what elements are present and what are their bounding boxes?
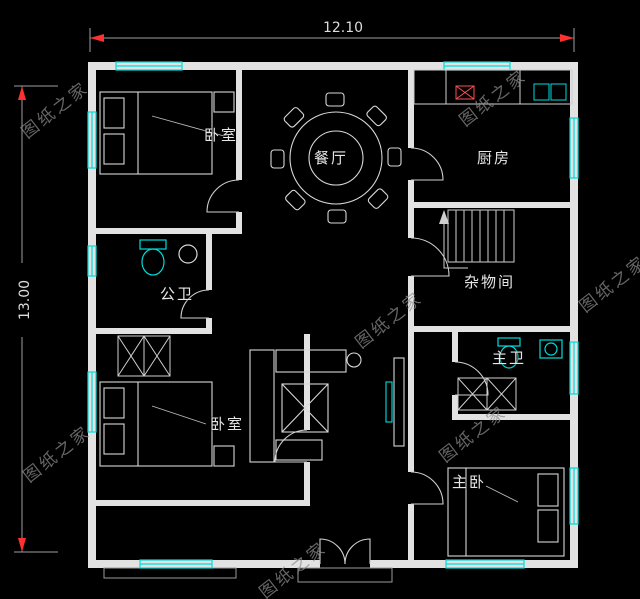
room-label-dining: 餐厅	[314, 149, 349, 167]
public-bath-fixtures	[139, 239, 198, 276]
label-leader-lines	[151, 115, 519, 503]
dining-chairs	[270, 92, 402, 224]
wardrobe-master	[457, 377, 517, 411]
master-bath-fixtures	[497, 337, 563, 369]
toilet-icon	[497, 337, 521, 369]
sofa-set	[249, 349, 362, 463]
kitchen-counter	[413, 69, 573, 105]
basin-icon	[178, 244, 198, 264]
room-label-public-bathroom: 公卫	[160, 285, 195, 303]
dimension-arrow-icons	[18, 34, 574, 552]
interior-walls	[88, 62, 578, 564]
tv-icon	[385, 381, 393, 423]
room-label-master-bedroom: 主卧	[452, 473, 487, 491]
room-label-kitchen: 厨房	[477, 149, 512, 167]
toilet-icon	[139, 239, 167, 276]
room-label-storage: 杂物间	[464, 273, 516, 291]
bed-bottom-left	[99, 381, 235, 467]
tv-cabinet	[385, 357, 405, 447]
stove-icon	[455, 85, 475, 100]
dimension-height-label: 13.00	[17, 263, 33, 337]
room-label-bedroom-top-left: 卧室	[204, 126, 239, 144]
door-icons	[180, 147, 489, 565]
wardrobe-bedroom	[117, 335, 171, 377]
outer-walls	[88, 62, 578, 568]
washbasin-icon	[539, 339, 563, 359]
room-label-master-bathroom: 主卫	[492, 349, 527, 367]
sink-icon	[533, 83, 567, 101]
stairs-icon	[439, 209, 515, 269]
entry-steps	[103, 567, 393, 583]
room-label-bedroom-bottom-left: 卧室	[210, 415, 245, 433]
dimension-width-label: 12.10	[306, 20, 380, 36]
window-icons	[87, 61, 579, 569]
dining-table	[270, 92, 402, 224]
bed-master	[447, 467, 565, 557]
